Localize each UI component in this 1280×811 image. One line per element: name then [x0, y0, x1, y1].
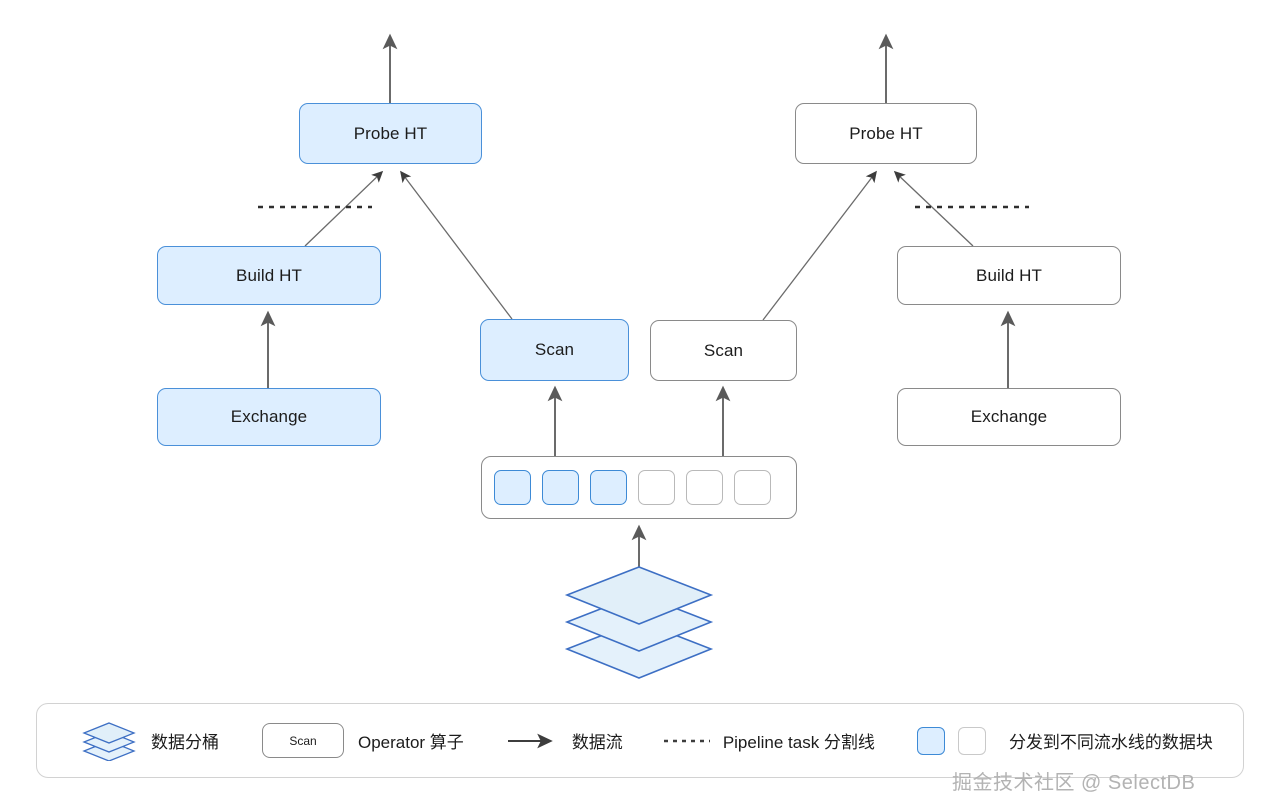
node-probe-ht-left[interactable]: Probe HT — [299, 103, 482, 164]
node-label: Scan — [703, 340, 744, 360]
swatch-filled-icon — [916, 726, 945, 755]
data-block-5[interactable] — [686, 470, 723, 505]
node-scan-right[interactable]: Scan — [650, 320, 797, 381]
node-probe-ht-right[interactable]: Probe HT — [795, 103, 977, 164]
data-block-6[interactable] — [734, 470, 771, 505]
node-label: Exchange — [970, 407, 1048, 426]
legend-item-data-bucket: 数据分桶 — [81, 704, 219, 777]
data-bucket-icon — [564, 566, 714, 679]
data-block-2[interactable] — [542, 470, 579, 505]
legend-item-data-flow: 数据流 — [506, 704, 623, 777]
node-label: Probe HT — [849, 123, 923, 143]
layers-icon — [82, 721, 136, 761]
legend-label-data-blocks: 分发到不同流水线的数据块 — [1008, 733, 1213, 752]
watermark: 掘金技术社区 @ SelectDB — [952, 772, 1196, 794]
scan-box-icon: Scan — [262, 723, 344, 758]
legend-item-operator: Scan Operator 算子 — [262, 704, 464, 777]
node-label: Probe HT — [353, 123, 428, 143]
node-scan-left[interactable]: Scan — [480, 319, 629, 381]
legend-label-pipeline-task: Pipeline task 分割线 — [722, 733, 875, 752]
arrow-icon — [507, 733, 553, 748]
legend-panel: 数据分桶 Scan Operator 算子 数据流 Pi — [36, 703, 1244, 778]
arrow-buildht-right-to-probeht-right — [893, 170, 974, 247]
data-block-4[interactable] — [638, 470, 675, 505]
data-block-1[interactable] — [494, 470, 531, 505]
legend-item-data-blocks: 分发到不同流水线的数据块 — [916, 704, 1213, 777]
node-exchange-right[interactable]: Exchange — [897, 388, 1121, 446]
node-label: Build HT — [976, 265, 1042, 285]
node-build-ht-right[interactable]: Build HT — [897, 246, 1121, 305]
node-build-ht-left[interactable]: Build HT — [157, 246, 381, 305]
legend-label-data-flow: 数据流 — [571, 733, 623, 752]
node-exchange-left[interactable]: Exchange — [157, 388, 381, 446]
arrow-scan-right-to-probeht-right — [762, 170, 877, 321]
legend-item-pipeline-task: Pipeline task 分割线 — [663, 704, 875, 777]
swatch-empty-icon — [957, 726, 986, 755]
data-block-3[interactable] — [590, 470, 627, 505]
data-block-strip — [481, 456, 797, 519]
legend-label-data-bucket: 数据分桶 — [151, 733, 219, 752]
arrow-buildht-left-to-probeht-left — [304, 170, 384, 247]
arrow-scan-left-to-probeht-left — [400, 170, 513, 320]
dotted-line-icon — [663, 739, 710, 742]
scan-box-label: Scan — [289, 733, 317, 748]
node-label: Scan — [534, 340, 575, 359]
legend-label-operator: Operator 算子 — [358, 733, 464, 752]
node-label: Exchange — [230, 407, 308, 426]
node-label: Build HT — [236, 265, 302, 285]
